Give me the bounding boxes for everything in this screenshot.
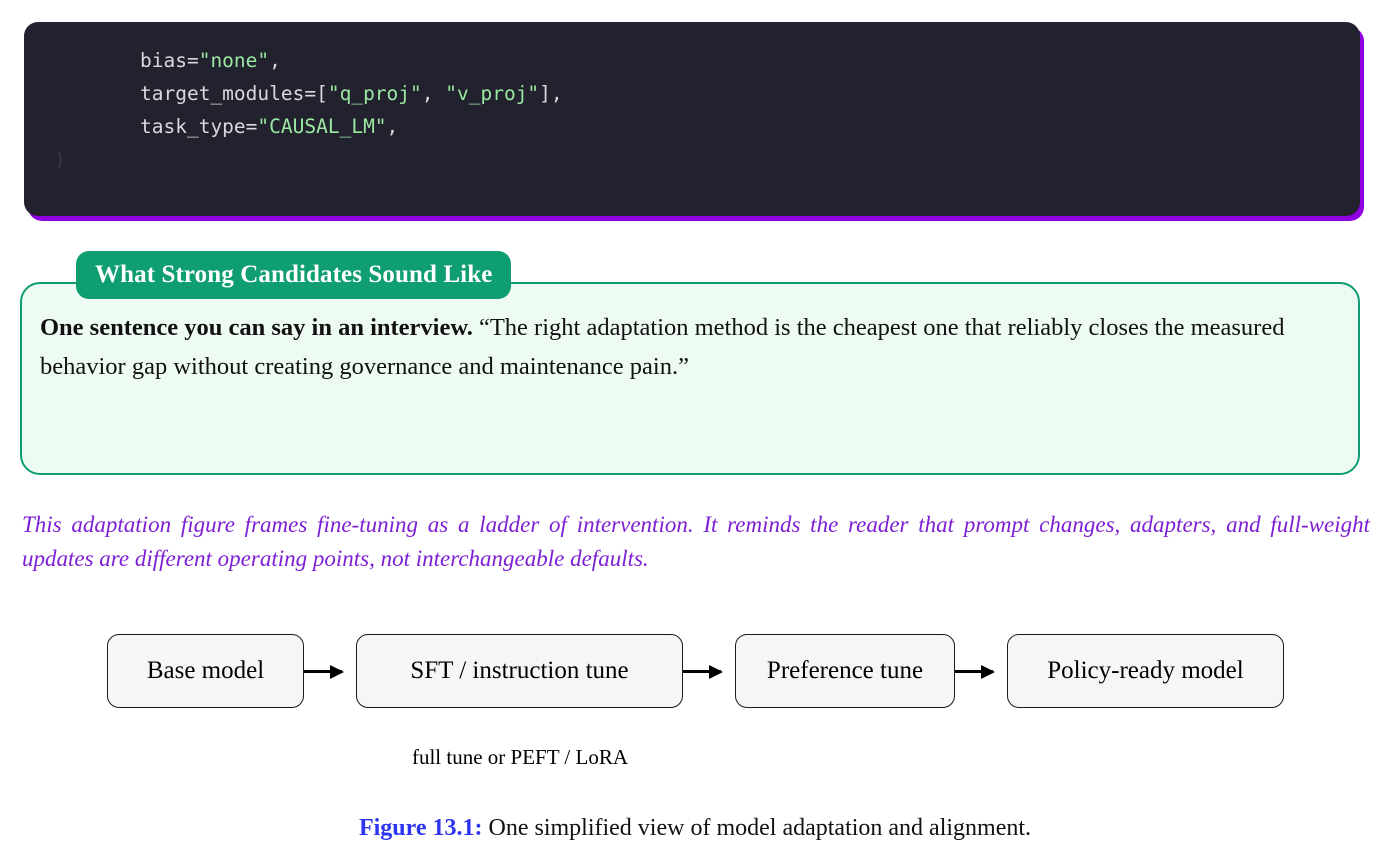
figure-caption: Figure 13.1: One simplified view of mode… (0, 815, 1390, 842)
diagram-sublabel: full tune or PEFT / LoRA (411, 745, 629, 769)
code-line: target_modules=["q_proj", "v_proj"], (24, 77, 1360, 110)
diagram-node-sft: SFT / instruction tune (356, 634, 683, 708)
figure-caption-text: One simplified view of model adaptation … (488, 815, 1032, 841)
code-block: bias="none",target_modules=["q_proj", "v… (24, 22, 1360, 216)
diagram-arrow-icon (683, 664, 723, 679)
callout-tab: What Strong Candidates Sound Like (76, 251, 512, 299)
code-token: "q_proj" (327, 82, 422, 105)
diagram-node-policy-ready-model: Policy-ready model (1007, 634, 1284, 708)
figure-caption-label: Figure 13.1: (358, 815, 483, 841)
callout-body: One sentence you can say in an interview… (40, 308, 1340, 386)
callout-tab-label: What Strong Candidates Sound Like (95, 261, 493, 288)
callout-box (20, 282, 1360, 475)
code-token: , (269, 49, 281, 72)
code-token: ], (539, 82, 563, 105)
code-line: ) (24, 143, 1360, 176)
figure-note-paragraph: This adaptation figure frames fine-tunin… (22, 512, 1370, 571)
diagram-node-label: Policy-ready model (1047, 657, 1244, 684)
code-token: "none" (198, 49, 270, 72)
diagram-arrow-icon (304, 664, 344, 679)
diagram-arrow-icon (955, 664, 995, 679)
diagram-node-label: Base model (146, 657, 265, 684)
code-token: "v_proj" (445, 82, 540, 105)
code-line: task_type="CAUSAL_LM", (24, 110, 1360, 143)
code-token: target_modules=[ (140, 82, 328, 105)
diagram-node-label: SFT / instruction tune (410, 657, 629, 684)
flow-diagram: Base model SFT / instruction tune Prefer… (0, 628, 1390, 716)
code-token: , (386, 115, 399, 138)
callout-quote-text: “The right adaptation method is the chea… (40, 314, 1285, 380)
code-line: bias="none", (24, 44, 1360, 77)
code-token: "CAUSAL_LM" (257, 115, 387, 138)
diagram-node-preference-tune: Preference tune (735, 634, 955, 708)
diagram-node-base-model: Base model (107, 634, 304, 708)
code-token: bias= (140, 49, 199, 72)
code-token: task_type= (140, 115, 258, 138)
diagram-node-label: Preference tune (766, 657, 924, 684)
callout-lead-text: One sentence you can say in an interview… (40, 314, 473, 341)
code-token: , (421, 82, 446, 105)
code-token: ) (54, 148, 66, 171)
